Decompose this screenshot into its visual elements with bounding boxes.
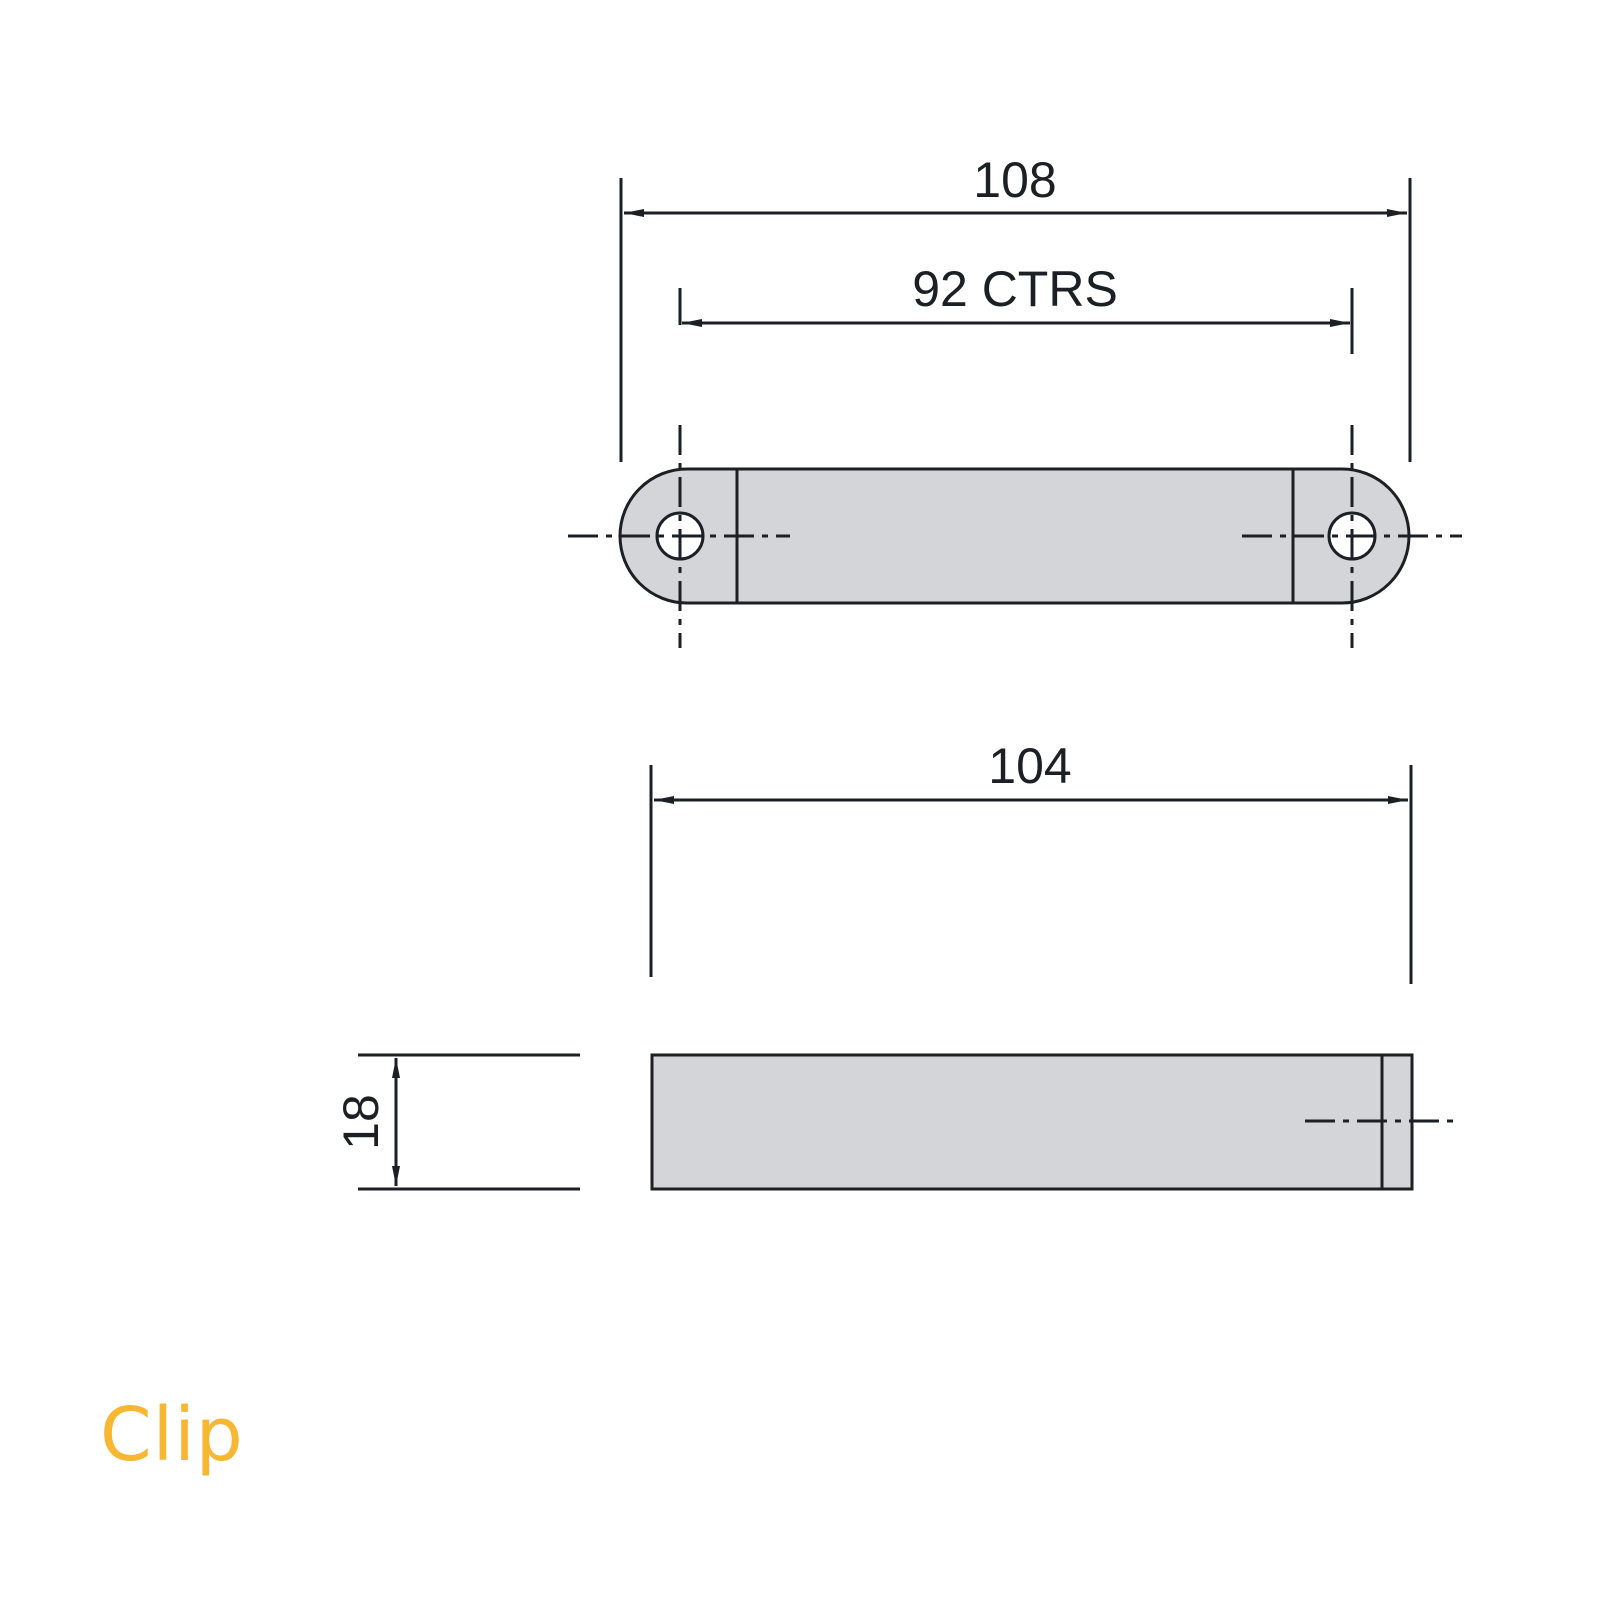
dimension-label-104: 104 <box>988 738 1071 794</box>
side-view <box>358 765 1460 1191</box>
dimension-label-108: 108 <box>973 152 1056 208</box>
clip-side-outline <box>650 1053 1414 1191</box>
top-view <box>568 178 1462 648</box>
center-lines <box>568 425 1462 648</box>
caption-title: Clip <box>100 1392 244 1478</box>
dimension-label-18: 18 <box>333 1094 389 1150</box>
clip-top-outline <box>618 467 1411 605</box>
dimension-label-92-ctrs: 92 CTRS <box>912 261 1118 317</box>
